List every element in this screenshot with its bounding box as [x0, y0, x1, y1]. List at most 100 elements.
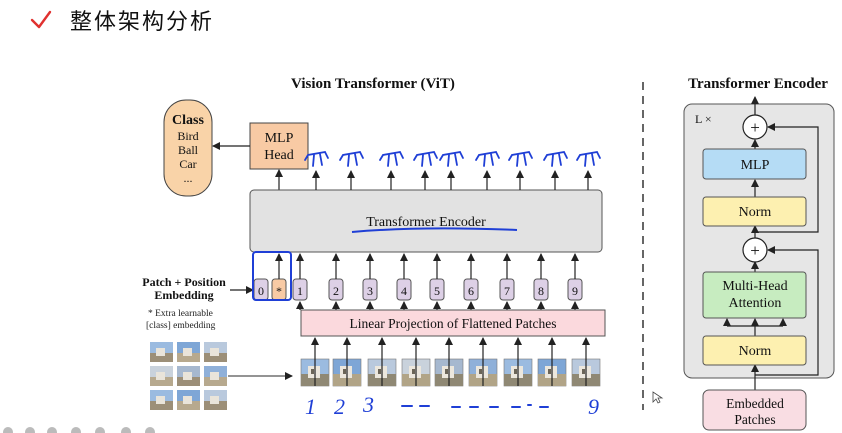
handwritten-number: 1: [305, 394, 316, 419]
class-item: Ball: [178, 143, 199, 157]
token-label: 6: [468, 284, 474, 298]
token-label: 4: [401, 284, 407, 298]
toolbar-icon[interactable]: [25, 427, 35, 433]
toolbar-icon[interactable]: [3, 427, 13, 433]
patch-grid: [150, 342, 227, 410]
token-label: 2: [333, 284, 339, 298]
handwritten-underline: [351, 227, 518, 233]
vit-title: Vision Transformer (ViT): [291, 76, 455, 92]
vit-encoder-label: Transformer Encoder: [366, 215, 486, 230]
linear-projection-box: Linear Projection of Flattened Patches: [300, 309, 606, 337]
toolbar-icon[interactable]: [47, 427, 57, 433]
encoder-norm-box: Norm: [702, 335, 807, 366]
token-label: 1: [297, 284, 303, 298]
repeat-label: L ×: [695, 112, 712, 126]
extra-note-line2: [class] embedding: [146, 321, 216, 331]
add-node: +: [742, 237, 768, 263]
embedded-line1: Embedded: [726, 396, 784, 411]
encoder-mlp-box: MLP: [702, 148, 807, 180]
embedding-label-line2: Embedding: [154, 288, 213, 302]
token: 1: [292, 278, 308, 301]
token-label: 9: [572, 284, 578, 298]
handwritten-numbers: 1 2 3 9: [305, 392, 599, 419]
token: 9: [567, 278, 583, 301]
mlp-head-line1: MLP: [265, 131, 294, 146]
image-patch: [571, 358, 601, 387]
encoder-norm-label: Norm: [739, 205, 772, 220]
class-heading: Class: [172, 113, 204, 128]
mlp-head-box: MLP Head: [249, 122, 309, 170]
encoder-norm-label: Norm: [739, 344, 772, 359]
flattened-patches: [300, 337, 601, 387]
token: 6: [463, 278, 479, 301]
mlp-head-line2: Head: [264, 148, 294, 163]
toolbar-icon[interactable]: [121, 427, 131, 433]
plus-symbol: +: [750, 118, 760, 137]
handwritten-mark: [439, 150, 464, 167]
toolbar-icon[interactable]: [95, 427, 105, 433]
encoder-norm-box: Norm: [702, 196, 807, 227]
token: 8: [533, 278, 549, 301]
residual-connection: [755, 246, 819, 376]
handwritten-dashes: [401, 404, 549, 408]
encoder-attention-box: Multi-Head Attention: [702, 271, 807, 319]
token-label: 7: [504, 284, 510, 298]
handwritten-mark: [508, 150, 533, 167]
handwritten-number: 3: [362, 392, 374, 417]
class-item: ...: [184, 171, 193, 185]
handwritten-number: 9: [588, 394, 599, 419]
token: 5: [429, 278, 445, 301]
token-label: *: [276, 284, 282, 298]
class-output-box: Class Bird Ball Car ...: [163, 99, 213, 197]
image-patch: [332, 358, 362, 387]
extra-note-line1: * Extra learnable: [148, 309, 213, 319]
grid-patch: [177, 390, 200, 410]
handwritten-cls-box: [252, 251, 292, 301]
slide-header: 整体架构分析: [30, 6, 215, 35]
grid-patch: [204, 342, 227, 362]
player-toolbar: [3, 427, 155, 433]
handwritten-mark: [576, 150, 601, 167]
grid-patch: [204, 366, 227, 386]
grid-patch: [150, 390, 173, 410]
encoder-outputs: [304, 150, 601, 190]
grid-patch: [177, 366, 200, 386]
residual-connection: [755, 123, 819, 233]
class-item: Car: [179, 157, 196, 171]
token-row: 0 * 1 2 3 4 5 6 7 8 9: [253, 253, 583, 310]
token-label: 5: [434, 284, 440, 298]
handwritten-mark: [543, 150, 568, 167]
handwritten-mark: [475, 150, 500, 167]
toolbar-icon[interactable]: [145, 427, 155, 433]
token: 2: [328, 278, 344, 301]
token: 3: [362, 278, 378, 301]
grid-patch: [150, 342, 173, 362]
grid-patch: [177, 342, 200, 362]
attention-line1: Multi-Head: [722, 279, 787, 294]
embedded-patches-box: Embedded Patches: [702, 389, 807, 431]
handwritten-number: 2: [334, 394, 345, 419]
handwritten-mark: [413, 150, 438, 167]
class-item: Bird: [177, 129, 198, 143]
token: 0: [253, 278, 269, 301]
slide-title: 整体架构分析: [70, 10, 215, 35]
token: 4: [396, 278, 412, 301]
token-label: 8: [538, 284, 544, 298]
plus-symbol: +: [750, 241, 760, 260]
encoder-mlp-label: MLP: [741, 158, 770, 173]
grid-patch: [204, 390, 227, 410]
attention-line2: Attention: [729, 296, 782, 311]
handwritten-mark: [339, 150, 364, 167]
handwritten-mark: [304, 150, 329, 167]
grid-patch: [150, 366, 173, 386]
token-label: 0: [258, 284, 264, 298]
token-label: 3: [367, 284, 373, 298]
linear-projection-label: Linear Projection of Flattened Patches: [350, 316, 557, 331]
mouse-cursor-icon: [652, 391, 664, 404]
add-node: +: [742, 114, 768, 140]
embedding-label-line1: Patch + Position: [142, 275, 226, 289]
embedded-line2: Patches: [734, 412, 775, 427]
toolbar-icon[interactable]: [71, 427, 81, 433]
check-icon: [30, 10, 52, 29]
token: 7: [499, 278, 515, 301]
